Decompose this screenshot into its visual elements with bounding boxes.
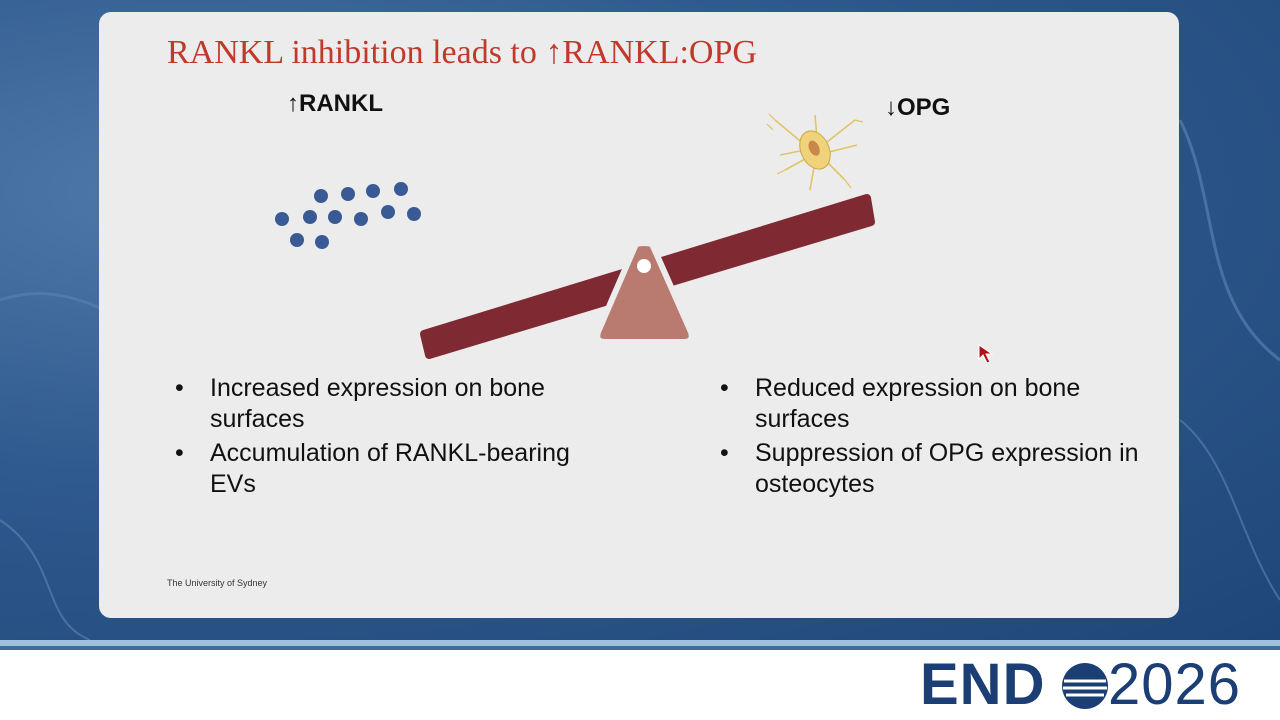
rankl-label: ↑RANKL — [287, 90, 383, 117]
logo-word: END — [920, 652, 1046, 717]
globe-icon — [1062, 663, 1108, 709]
rankl-bullet-list: Increased expression on bone surfaces Ac… — [175, 373, 605, 503]
list-item: Accumulation of RANKL-bearing EVs — [175, 438, 605, 500]
osteocyte-icon — [766, 113, 864, 191]
credit-text: The University of Sydney — [167, 578, 268, 588]
footer-stripe — [0, 640, 1280, 646]
slide-panel: RANKL inhibition leads to ↑RANKL:OPG ↑RA… — [99, 12, 1179, 618]
endo-logo: END 2026 — [920, 655, 1270, 715]
mouse-cursor-icon — [978, 344, 994, 364]
seesaw-icon — [420, 194, 875, 359]
opg-label: ↓OPG — [885, 94, 951, 121]
logo-year: 2026 — [1108, 652, 1242, 717]
list-item: Suppression of OPG expression in osteocy… — [720, 438, 1140, 500]
footer-stripe-dark — [0, 646, 1280, 650]
list-item: Increased expression on bone surfaces — [175, 373, 605, 435]
rankl-particles-icon — [275, 182, 421, 249]
list-item: Reduced expression on bone surfaces — [720, 373, 1140, 435]
seesaw-illustration — [275, 113, 875, 359]
opg-bullet-list: Reduced expression on bone surfaces Supp… — [720, 373, 1140, 503]
slide-title: RANKL inhibition leads to ↑RANKL:OPG — [167, 34, 757, 71]
